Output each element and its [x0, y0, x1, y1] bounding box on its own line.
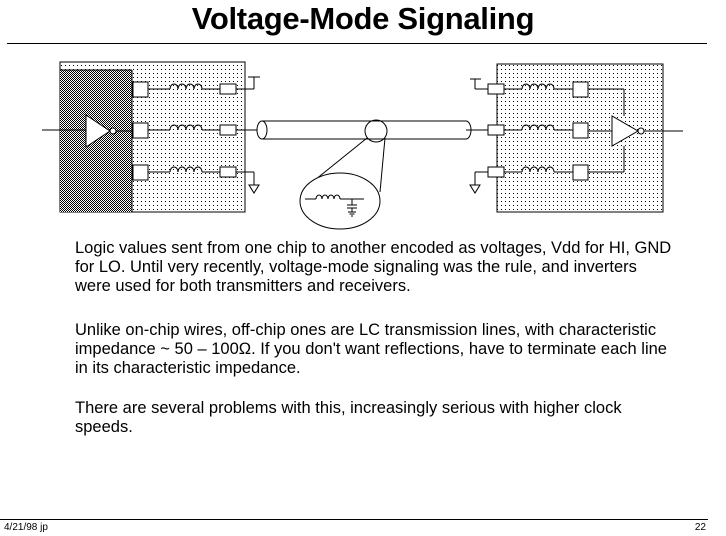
ground-icon	[248, 184, 260, 194]
title-underline	[7, 43, 707, 44]
receiver-inverter-icon	[611, 115, 640, 147]
inductor-icon	[521, 124, 555, 131]
pin-icon	[219, 83, 237, 95]
pin-icon	[487, 166, 505, 178]
receiver-chip	[466, 63, 683, 213]
pin-icon	[219, 166, 237, 178]
pad-icon	[572, 164, 589, 181]
paragraph-problems: There are several problems with this, in…	[75, 399, 622, 436]
paragraph-transmission-lines: Unlike on-chip wires, off-chip ones are …	[75, 321, 667, 377]
inductor-icon	[169, 124, 203, 131]
pin-icon	[487, 124, 505, 136]
pad-icon	[132, 164, 149, 181]
inductor-icon	[315, 194, 341, 200]
inductor-icon	[169, 166, 203, 173]
paragraph-voltage-encoding: Logic values sent from one chip to anoth…	[75, 239, 672, 295]
pad-icon	[572, 81, 589, 98]
pad-icon	[132, 122, 149, 139]
inductor-icon	[169, 83, 203, 90]
transmitter-chip	[42, 61, 262, 213]
transmission-line	[256, 119, 472, 230]
inductor-icon	[521, 166, 555, 173]
pad-icon	[132, 81, 149, 98]
inductor-icon	[521, 83, 555, 90]
slide-title: Voltage-Mode Signaling	[191, 1, 535, 36]
ground-icon	[469, 184, 481, 194]
magnify-circle-icon	[364, 119, 388, 143]
pin-icon	[219, 124, 237, 136]
pin-icon	[487, 83, 505, 95]
footer-date: 4/21/98 jp	[4, 522, 48, 533]
lc-model-detail	[299, 172, 381, 230]
page-number: 22	[694, 522, 706, 533]
driver-inverter-icon	[85, 114, 111, 148]
pad-icon	[572, 122, 589, 139]
footer-rule	[0, 519, 708, 520]
